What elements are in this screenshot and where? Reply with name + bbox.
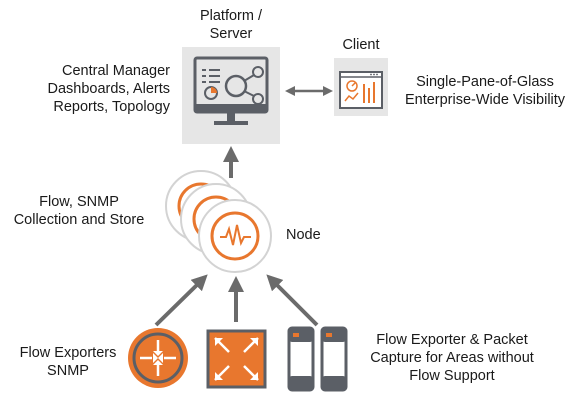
node-label-text: Node bbox=[286, 227, 321, 243]
platform-monitor-icon bbox=[182, 47, 280, 144]
platform-label-line-2: Server bbox=[209, 26, 253, 42]
client-dashboard-icon bbox=[334, 58, 388, 116]
client-label-text: Client bbox=[342, 37, 380, 53]
platform-label: Platform / Server bbox=[190, 7, 272, 43]
exporters-label: Flow Exporters SNMP bbox=[8, 344, 128, 380]
servers-to-node-arrow bbox=[266, 274, 319, 327]
central-manager-line-2: Dashboards, Alerts bbox=[47, 81, 170, 97]
central-manager-line-1: Central Manager bbox=[62, 63, 170, 79]
node-stack-icon bbox=[165, 170, 272, 273]
packet-capture-line-3: Flow Support bbox=[409, 368, 495, 384]
collection-line-2: Collection and Store bbox=[13, 212, 145, 228]
central-manager-label: Central Manager Dashboards, Alerts Repor… bbox=[20, 62, 170, 116]
exporters-line-2: SNMP bbox=[47, 363, 89, 379]
router-to-node-arrow bbox=[154, 274, 208, 327]
exporters-line-1: Flow Exporters bbox=[19, 345, 117, 361]
client-label: Client bbox=[330, 36, 392, 54]
server-towers-icon bbox=[287, 326, 348, 392]
visibility-line-1: Single-Pane-of-Glass bbox=[416, 74, 554, 90]
platform-label-line-1: Platform / bbox=[199, 8, 263, 24]
node-label: Node bbox=[286, 226, 336, 244]
packet-capture-line-2: Capture for Areas without bbox=[370, 350, 534, 366]
central-manager-line-3: Reports, Topology bbox=[53, 99, 170, 115]
router-icon bbox=[128, 328, 188, 388]
packet-capture-label: Flow Exporter & Packet Capture for Areas… bbox=[352, 331, 552, 385]
visibility-line-2: Enterprise-Wide Visibility bbox=[404, 92, 566, 108]
collection-label: Flow, SNMP Collection and Store bbox=[4, 193, 154, 229]
collection-line-1: Flow, SNMP bbox=[39, 194, 119, 210]
packet-capture-line-1: Flow Exporter & Packet bbox=[376, 332, 528, 348]
visibility-label: Single-Pane-of-Glass Enterprise-Wide Vis… bbox=[395, 73, 575, 109]
switch-icon bbox=[206, 329, 267, 389]
